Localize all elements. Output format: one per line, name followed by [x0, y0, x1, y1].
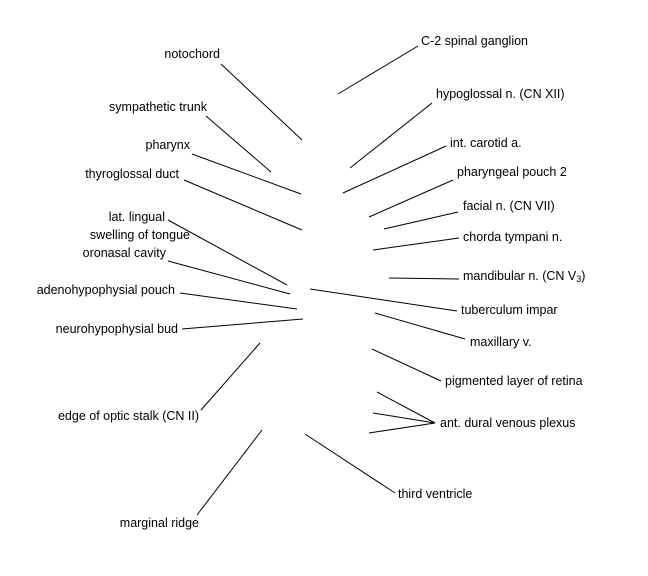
label-marginal-ridge: marginal ridge: [119, 516, 199, 530]
label-pharyngeal-pouch-2: pharyngeal pouch 2: [457, 165, 567, 179]
leader-line-third-ventricle: [304, 433, 396, 494]
label-int-carotid-a: int. carotid a.: [450, 136, 522, 150]
label-oronasal-cavity: oronasal cavity: [82, 246, 166, 260]
leader-line-notochord: [220, 63, 303, 141]
label-lat-lingual-line2: swelling of tongue: [89, 228, 190, 242]
label-maxillary-v: maxillary v.: [470, 335, 532, 349]
leader-line-mandibular-n: [388, 277, 460, 280]
label-c2-spinal-ganglion: C-2 spinal ganglion: [421, 34, 529, 48]
leader-line-adenohypophysial-pouch: [179, 292, 298, 310]
label-pigmented-layer-of-retina: pigmented layer of retina: [445, 374, 583, 388]
leader-line-ant-dural-venous-plexus-2: [372, 412, 436, 424]
leader-line-facial-n: [383, 211, 459, 230]
leader-line-oronasal-cavity: [167, 260, 291, 295]
label-chorda-tympani-n: chorda tympani n.: [463, 230, 563, 244]
label-thyroglossal-duct: thyroglossal duct: [85, 167, 179, 181]
leader-line-sympathetic-trunk: [205, 115, 272, 173]
leader-line-marginal-ridge: [196, 429, 263, 516]
leader-line-c2-spinal-ganglion: [337, 45, 419, 95]
label-pharynx: pharynx: [145, 138, 190, 152]
label-neurohypophysial-bud: neurohypophysial bud: [55, 322, 178, 336]
leader-line-tuberculum-impar: [309, 288, 458, 312]
label-third-ventricle: third ventricle: [398, 487, 473, 501]
label-tuberculum-impar: tuberculum impar: [461, 303, 558, 317]
leader-line-edge-of-optic-stalk: [200, 342, 261, 411]
leader-line-hypoglossal-n: [349, 102, 433, 169]
leader-line-chorda-tympani-n: [372, 237, 460, 251]
leader-line-int-carotid-a: [342, 145, 447, 194]
label-mandibular-n: mandibular n. (CN V3): [463, 268, 585, 285]
leader-line-ant-dural-venous-plexus-1: [376, 391, 436, 424]
mandibular-n-close: ): [581, 269, 586, 283]
leader-line-lat-lingual-swelling: [167, 219, 288, 286]
label-notochord: notochord: [164, 47, 220, 61]
leader-line-thyroglossal-duct: [183, 179, 303, 231]
mandibular-n-subscript: 3: [576, 274, 582, 284]
label-adenohypophysial-pouch: adenohypophysial pouch: [36, 283, 175, 297]
mandibular-n-text: mandibular n. (CN V: [463, 269, 577, 283]
leader-line-pharynx: [191, 153, 302, 195]
leader-line-ant-dural-venous-plexus-3: [368, 422, 436, 434]
leader-line-pigmented-layer-of-retina: [371, 348, 442, 382]
label-facial-n: facial n. (CN VII): [463, 199, 555, 213]
label-hypoglossal-n: hypoglossal n. (CN XII): [436, 87, 565, 101]
label-ant-dural-venous-plexus: ant. dural venous plexus: [440, 416, 576, 430]
label-lat-lingual-line1: lat. lingual: [108, 210, 165, 224]
leader-line-pharyngeal-pouch-2: [368, 179, 454, 218]
leader-line-neurohypophysial-bud: [181, 318, 304, 330]
leader-line-maxillary-v: [374, 312, 466, 340]
label-sympathetic-trunk: sympathetic trunk: [109, 100, 207, 114]
label-edge-of-optic-stalk: edge of optic stalk (CN II): [57, 409, 199, 423]
